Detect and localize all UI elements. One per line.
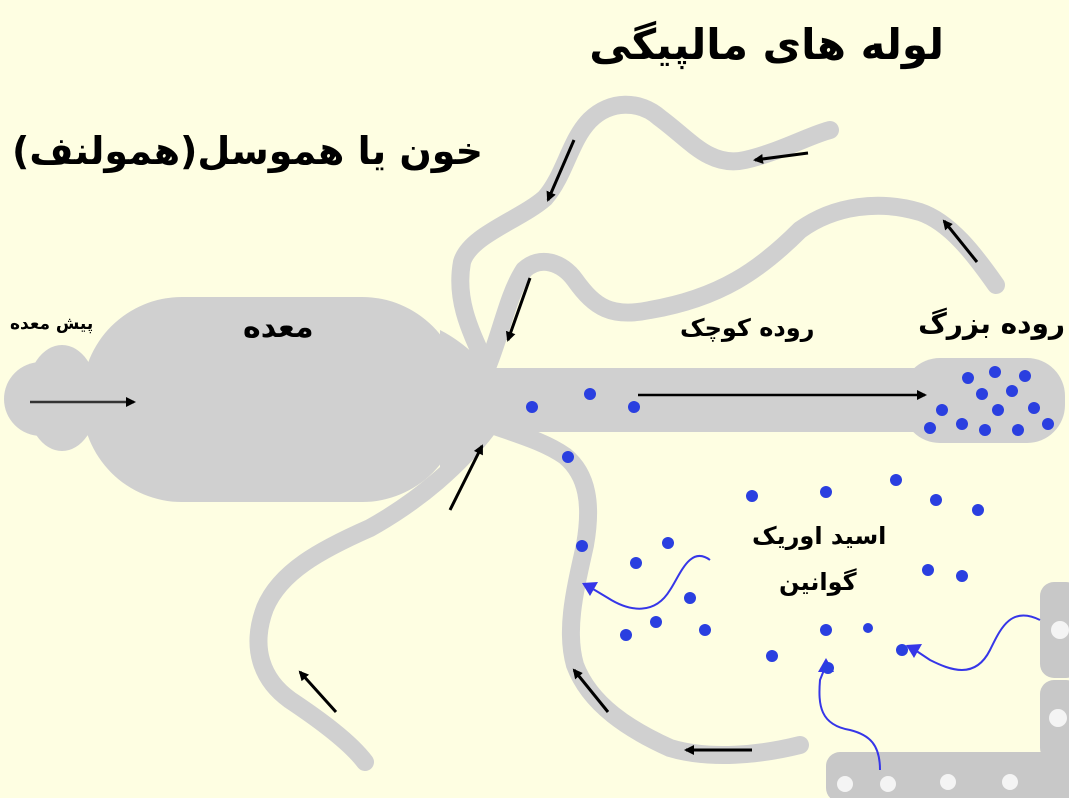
particle xyxy=(746,490,758,502)
guanine-label: گوانین xyxy=(779,568,857,596)
particle xyxy=(630,557,642,569)
particle xyxy=(956,570,968,582)
particle xyxy=(890,474,902,486)
crop-label: پیش معده xyxy=(10,314,94,334)
arrowhead xyxy=(582,582,598,596)
diffusion-line xyxy=(818,664,881,771)
particle xyxy=(1042,418,1054,430)
flow-arrows xyxy=(30,139,979,755)
arrow-lower-mid xyxy=(572,668,610,713)
particle xyxy=(962,372,974,384)
particle xyxy=(699,624,711,636)
particle xyxy=(992,404,1004,416)
cell-nucleus xyxy=(940,774,956,790)
large-intestine-label: روده بزرگ xyxy=(918,307,1065,340)
particle xyxy=(766,650,778,662)
cell-nucleus xyxy=(1002,774,1018,790)
cell-nucleus xyxy=(880,776,896,792)
diffusion-line xyxy=(587,555,711,610)
particle xyxy=(896,644,908,656)
particle xyxy=(922,564,934,576)
particle xyxy=(924,422,936,434)
arrow-tubule-junction xyxy=(505,277,532,342)
tubule-upper-2 xyxy=(479,196,1005,374)
particle xyxy=(979,424,991,436)
particle xyxy=(526,401,538,413)
tubule-lower-2 xyxy=(483,416,809,765)
small-intestine xyxy=(480,368,920,432)
particle xyxy=(650,616,662,628)
arrow-tubule-top-3 xyxy=(942,219,979,263)
diffusion-line xyxy=(911,614,1041,671)
particle xyxy=(956,418,968,430)
particle xyxy=(1019,370,1031,382)
particles xyxy=(526,366,1054,674)
malpighian-tubules-label: لوله های مالپیگی xyxy=(589,20,944,69)
tubule-lower-1 xyxy=(249,419,497,771)
arrow-tubule-top-2 xyxy=(546,139,576,202)
particle xyxy=(662,537,674,549)
particle xyxy=(936,404,948,416)
particle xyxy=(989,366,1001,378)
particle xyxy=(1012,424,1024,436)
tubule-upper-1 xyxy=(451,95,839,374)
particle xyxy=(620,629,632,641)
uric-acid-label: اسید اوریک xyxy=(752,522,887,550)
diffusion-paths xyxy=(587,555,1041,771)
hemolymph-label: خون یا هموسل(همولنف) xyxy=(12,129,483,173)
arrowhead xyxy=(906,644,922,658)
particle xyxy=(584,388,596,400)
particle xyxy=(684,592,696,604)
particle xyxy=(822,662,834,674)
particle xyxy=(562,451,574,463)
stomach xyxy=(82,297,462,502)
digestive-tract xyxy=(4,297,1065,502)
particle xyxy=(1006,385,1018,397)
cell-nucleus xyxy=(837,776,853,792)
tissue-cells xyxy=(826,582,1069,798)
cell-nucleus xyxy=(1049,709,1067,727)
particle xyxy=(820,486,832,498)
particle xyxy=(863,623,873,633)
small-intestine-label: روده کوچک xyxy=(680,314,815,342)
particle xyxy=(628,401,640,413)
crop-bulge xyxy=(26,345,98,451)
arrow-lower-left xyxy=(298,670,338,714)
cell-nucleus xyxy=(1051,621,1069,639)
particle xyxy=(820,624,832,636)
particle xyxy=(930,494,942,506)
particle xyxy=(576,540,588,552)
arrow-lower-into-junction xyxy=(448,444,484,511)
particle xyxy=(1028,402,1040,414)
stomach-label: معده xyxy=(243,310,314,345)
arrow-tubule-top-1 xyxy=(753,151,809,164)
particle xyxy=(976,388,988,400)
particle xyxy=(972,504,984,516)
stomach-neck xyxy=(440,330,500,470)
